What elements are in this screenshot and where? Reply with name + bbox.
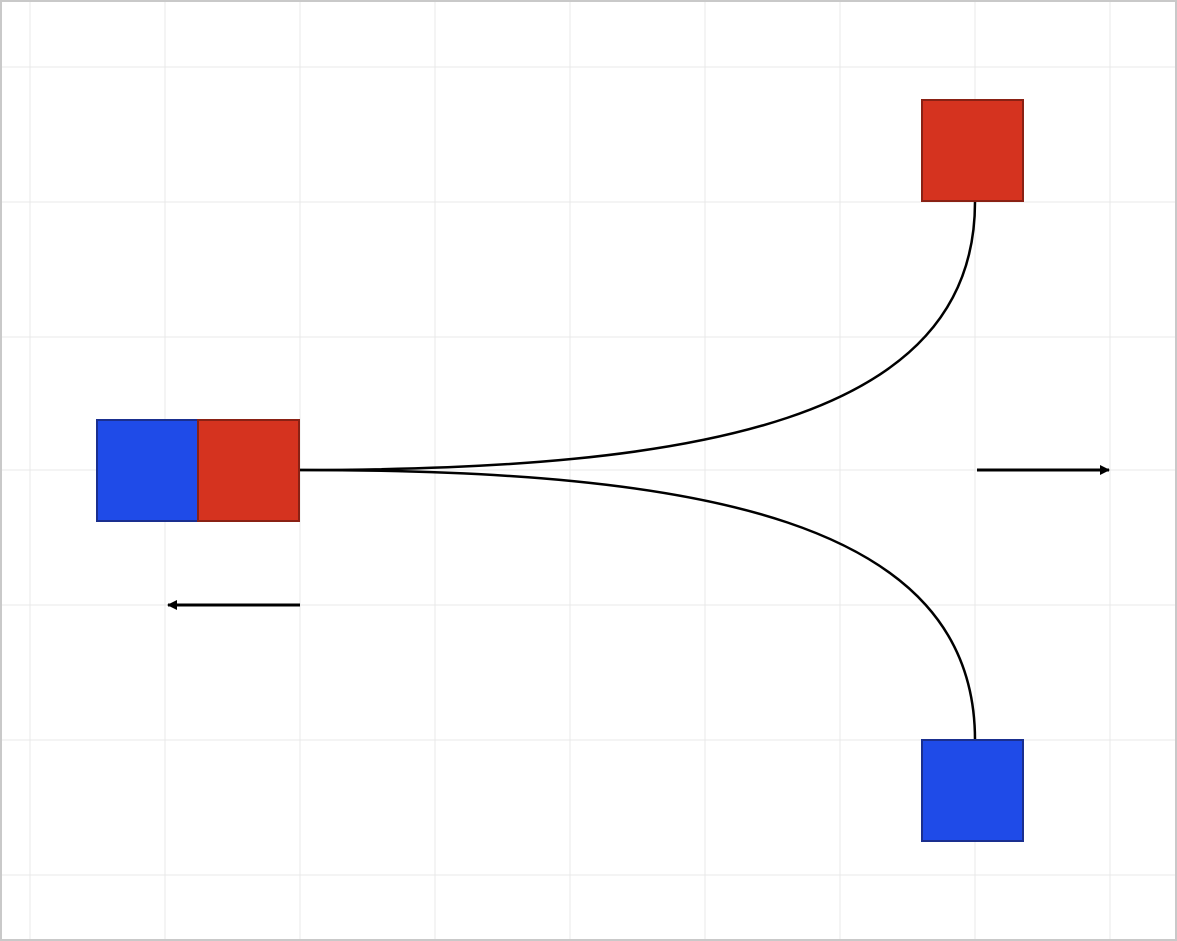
connector-to-blue (299, 468, 977, 741)
source-red-square (197, 419, 300, 522)
target-blue-square (921, 739, 1024, 842)
source-blue-square (96, 419, 199, 522)
connector-to-red (299, 201, 977, 472)
target-red-square (921, 99, 1024, 202)
